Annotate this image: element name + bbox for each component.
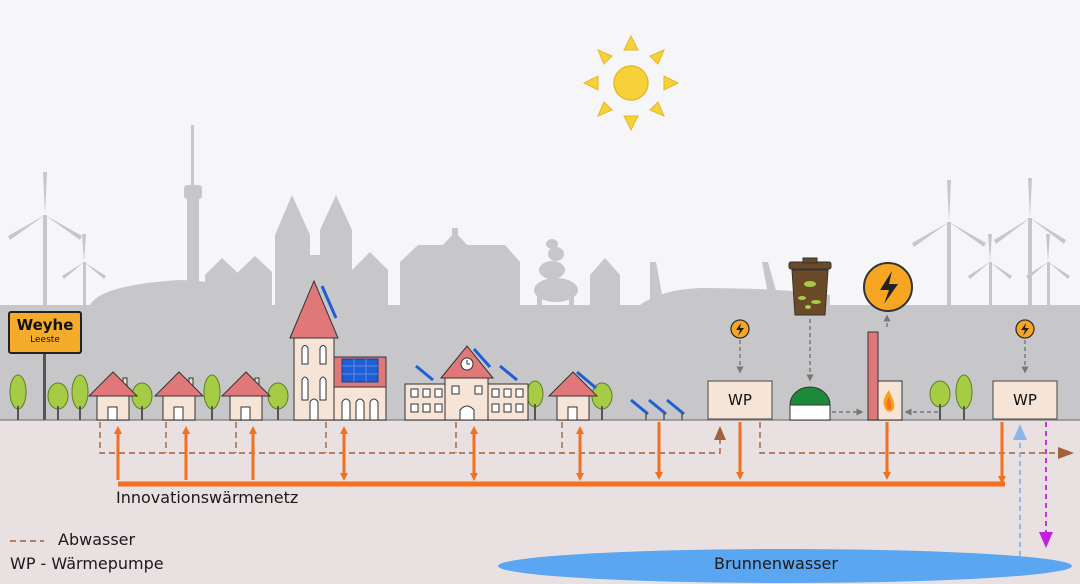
- electricity-small-icon: [730, 319, 750, 339]
- heat-pump-left-label: WP: [728, 391, 752, 409]
- electricity-small-icon: [1015, 319, 1035, 339]
- town-sign-district: Leeste: [30, 335, 60, 345]
- well-water-lake: [498, 549, 1072, 583]
- heat-network-label: Innovationswärmenetz: [116, 488, 299, 507]
- wastewater-arrow-right: [1058, 447, 1074, 459]
- chp-plant: [867, 331, 903, 421]
- heat-pump-left: [707, 380, 773, 420]
- organic-waste-bin-icon: [788, 257, 832, 316]
- wastewater-lines: [99, 422, 1060, 454]
- biogas-digester: [789, 386, 831, 421]
- town-sign: Weyhe Leeste: [8, 311, 82, 354]
- house-2: [153, 371, 205, 421]
- town-sign-post: [43, 354, 46, 420]
- house-1: [87, 371, 139, 421]
- feed-arrows: [736, 314, 1029, 416]
- legend-wastewater: Abwasser: [58, 530, 136, 549]
- wastewater-arrow-up: [714, 426, 726, 440]
- solar-field: [630, 398, 685, 420]
- heat-pump-right-label: WP: [1013, 391, 1037, 409]
- heat-network: [114, 422, 1006, 487]
- house-3: [220, 371, 272, 421]
- well-water-arrows: [1013, 422, 1053, 556]
- school-building: [404, 345, 529, 421]
- house-4: [547, 370, 599, 421]
- town-sign-name: Weyhe: [16, 316, 74, 334]
- legend-heat-pump: WP - Wärmepumpe: [10, 554, 164, 573]
- heat-pump-right: [992, 380, 1058, 420]
- sun-icon: [582, 34, 680, 132]
- church: [289, 279, 387, 421]
- electricity-icon: [863, 262, 913, 312]
- well-water-label: Brunnenwasser: [714, 554, 838, 573]
- trees: [9, 374, 973, 420]
